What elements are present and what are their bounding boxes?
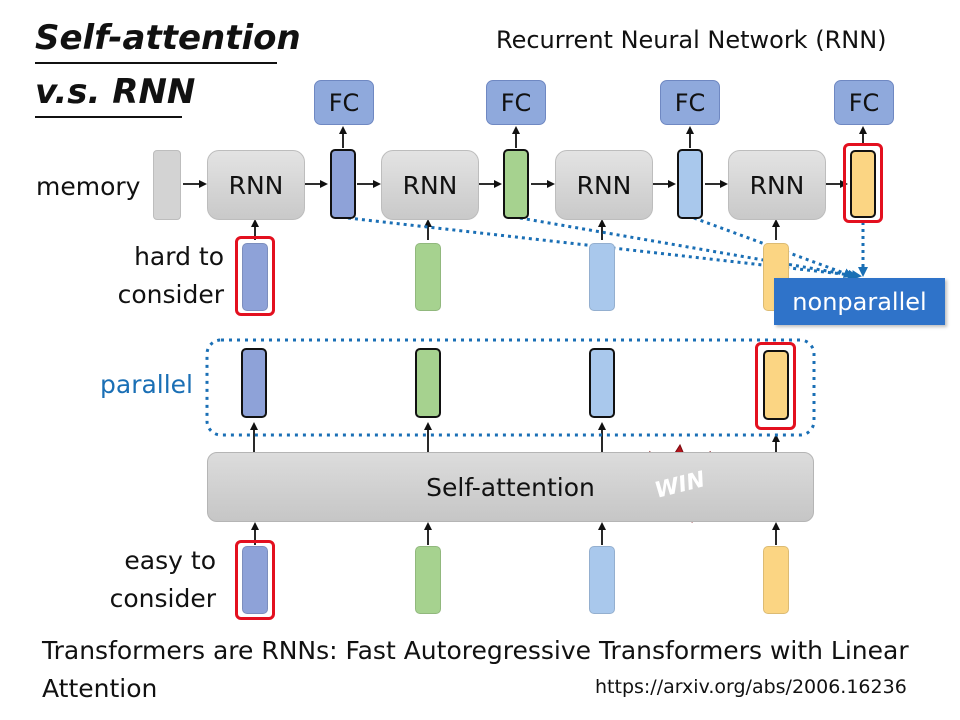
- highlight-first-sa-input: [235, 540, 275, 620]
- self-attention-label: Self-attention: [426, 472, 595, 502]
- easy-label-line-1: easy to: [124, 546, 216, 575]
- hard-label-line-1: hard to: [134, 242, 224, 271]
- sa-output-vector-1: [241, 348, 267, 418]
- rnn-input-vector-1: [242, 243, 268, 311]
- sa-output-arrows: [250, 422, 780, 452]
- highlight-last-hidden: [843, 143, 883, 223]
- rnn-input-vector-2: [415, 243, 441, 311]
- fc-box-1: FC: [314, 80, 374, 125]
- highlight-first-input: [235, 236, 275, 316]
- rnn-box-4: RNN: [728, 150, 826, 220]
- fc-box-4: FC: [834, 80, 894, 125]
- title-line-1: Self-attention: [35, 18, 301, 58]
- highlight-last-sa-output: [755, 342, 796, 430]
- subtitle: Recurrent Neural Network (RNN): [496, 26, 887, 54]
- rnn-hidden-vector-3: [677, 149, 703, 219]
- title-underline-2: [35, 116, 182, 118]
- rnn-hidden-vector-4: [850, 150, 876, 218]
- hard-label-line-2: consider: [117, 280, 224, 309]
- nonparallel-label: nonparallel: [774, 278, 945, 325]
- sa-output-vector-4: [763, 350, 789, 420]
- sa-output-vector-3: [589, 348, 615, 418]
- hidden-to-fc-arrows: [339, 126, 867, 148]
- title-underline-1: [35, 62, 277, 64]
- rnn-box-1: RNN: [207, 150, 305, 220]
- sa-input-vector-3: [589, 546, 615, 614]
- fc-box-2: FC: [486, 80, 546, 125]
- sa-input-vector-1: [242, 546, 268, 614]
- rnn-hidden-vector-1: [330, 149, 356, 219]
- sa-output-vector-2: [415, 348, 441, 418]
- rnn-box-3: RNN: [555, 150, 653, 220]
- rnn-box-2: RNN: [381, 150, 479, 220]
- title-line-2: v.s. RNN: [35, 72, 196, 112]
- sa-input-vector-4: [763, 546, 789, 614]
- rnn-hidden-vector-2: [503, 149, 529, 219]
- paper-citation: Transformers are RNNs: Fast Autoregressi…: [42, 636, 909, 703]
- parallel-region: [205, 338, 816, 437]
- sa-input-vector-2: [415, 546, 441, 614]
- sa-input-arrows: [251, 522, 780, 545]
- memory-label: memory: [36, 172, 141, 201]
- paper-url[interactable]: https://arxiv.org/abs/2006.16236: [595, 676, 907, 698]
- memory-cell: [153, 150, 181, 220]
- fc-box-3: FC: [660, 80, 720, 125]
- parallel-label: parallel: [100, 370, 194, 399]
- easy-label-line-2: consider: [109, 584, 216, 613]
- self-attention-box: [207, 452, 814, 522]
- rnn-input-vector-3: [589, 243, 615, 311]
